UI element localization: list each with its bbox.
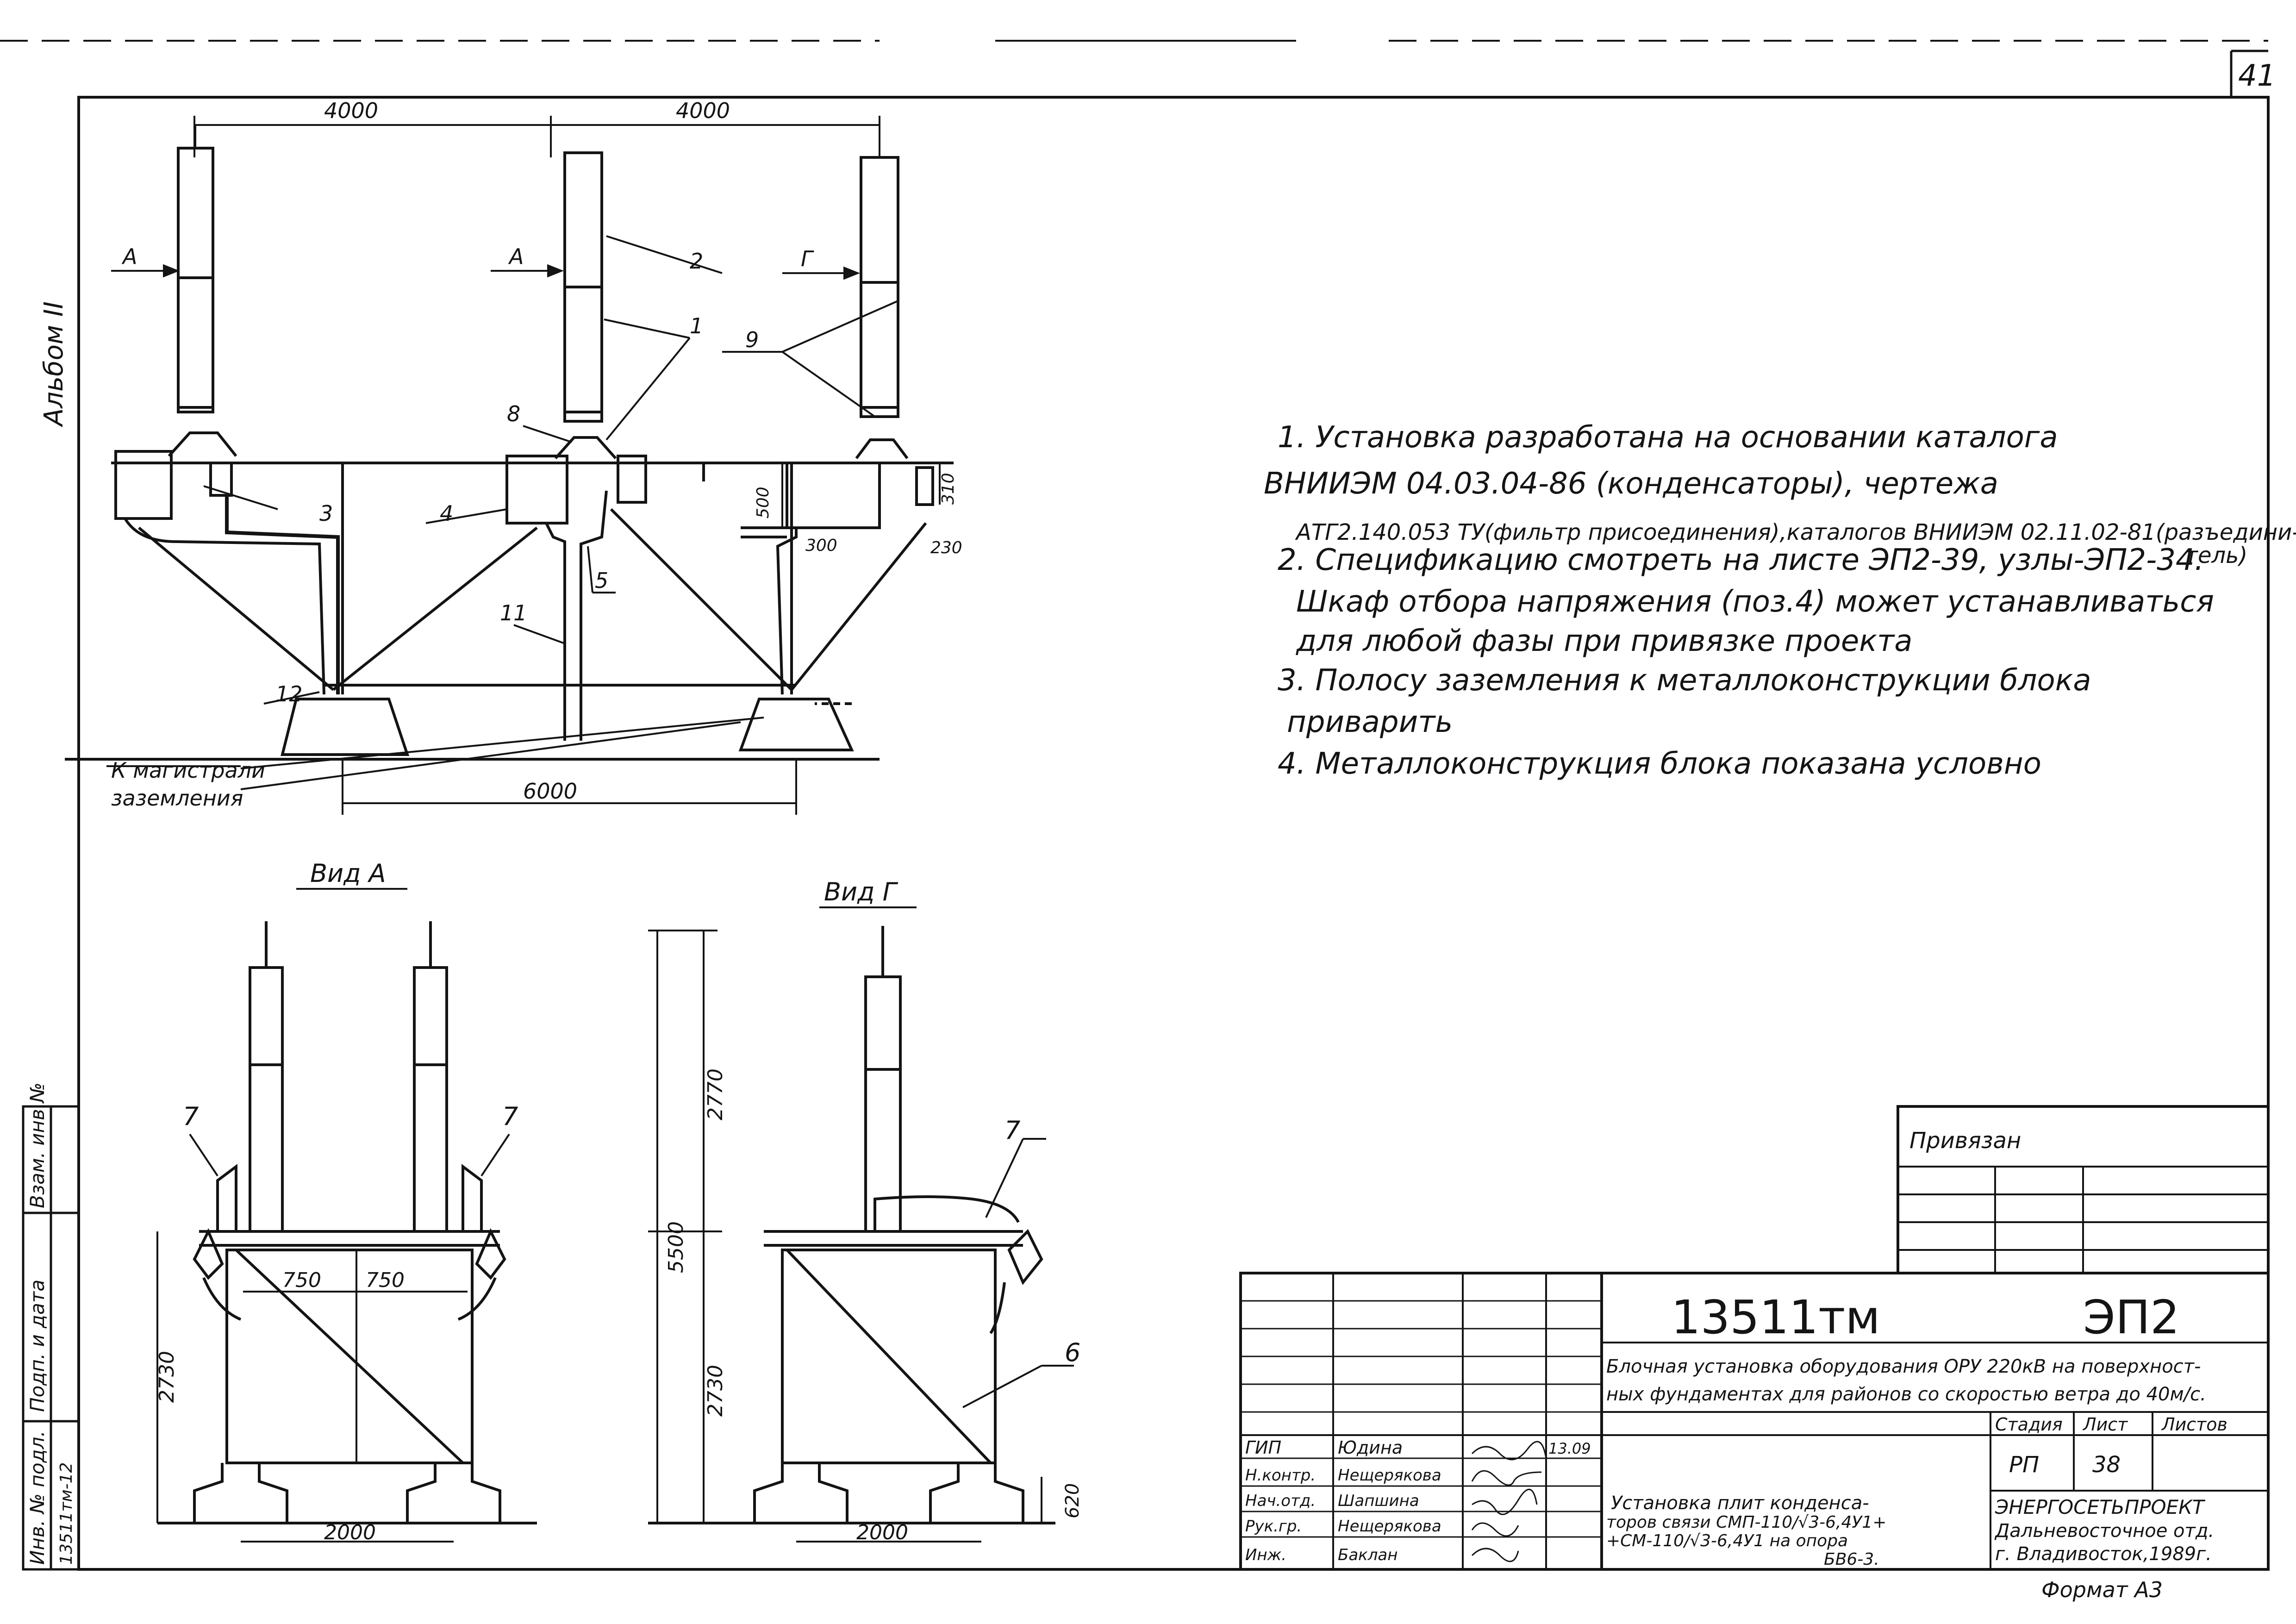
sheet-title-line4: БВ6-3. [1824, 1550, 1879, 1569]
sign-name-3: Нещерякова [1338, 1517, 1441, 1536]
sign-role-4: Инж. [1245, 1546, 1286, 1564]
org-line2: Дальневосточное отд. [1994, 1520, 2214, 1542]
note-4-line1: 4. Металлоконструкция блока показана усл… [1278, 747, 2041, 781]
view-g-drawing [648, 906, 1074, 1543]
sheet-value: 38 [2092, 1452, 2121, 1478]
disconnector-box-left [114, 450, 173, 520]
view-a-title: Вид А [310, 859, 386, 888]
callout-9: 9 [745, 327, 759, 352]
sheet-code: ЭП2 [2083, 1290, 2180, 1344]
sign-role-0: ГИП [1245, 1437, 1281, 1458]
note-1-line3b: тель) [2185, 543, 2248, 568]
note-2-line2: Шкаф отбора напряжения (поз.4) может уст… [1296, 585, 2214, 619]
side-stamp-inv-label: Инв. № подл. [26, 1430, 49, 1565]
album-label: Альбом II [39, 301, 69, 427]
dimension-500: 500 [754, 487, 773, 518]
foundation-right [738, 698, 854, 751]
callout-4: 4 [440, 501, 453, 526]
view-a-dimension-2000: 2000 [324, 1521, 376, 1544]
sign-role-2: Нач.отд. [1245, 1492, 1316, 1510]
description-line2: ных фундаментах для районов со скоростью… [1606, 1384, 2206, 1405]
view-mark-g-right: Г [801, 246, 814, 271]
sign-name-2: Шапшина [1338, 1492, 1419, 1510]
side-stamp [22, 1105, 80, 1571]
note-3-line2: приварить [1287, 705, 1453, 739]
callout-11: 11 [500, 600, 527, 625]
side-stamp-sign-date: Подп. и дата [26, 1280, 49, 1412]
voltage-cabinet [505, 455, 568, 525]
dimension-230: 230 [930, 538, 962, 557]
callout-5: 5 [595, 568, 608, 593]
note-1-line3: АТГ2.140.053 ТУ(фильтр присоединения),ка… [1296, 519, 2296, 545]
sheet-header: Лист [2082, 1414, 2128, 1435]
view-a-dimension-750-right: 750 [366, 1268, 405, 1292]
view-a-dimension-750-left: 750 [282, 1268, 321, 1292]
dimension-300: 300 [805, 536, 837, 555]
sheet-title-line2: торов связи СМП-110/√3-6,4У1+ [1606, 1513, 1886, 1532]
capacitor-column-center [554, 151, 617, 459]
note-1-line1: 1. Установка разработана на основании ка… [1278, 420, 2058, 455]
view-a-drawing [156, 888, 537, 1543]
filter-cabinet-right [786, 462, 881, 529]
capacitor-column-left [168, 125, 237, 457]
sheet-title-line1: Установка плит конденса- [1611, 1493, 1869, 1514]
trunk-label-line2: заземления [111, 786, 243, 811]
format-label: Формат А3 [2041, 1577, 2163, 1602]
bound-label: Привязан [1909, 1128, 2021, 1154]
view-a-callout-7-right: 7 [502, 1102, 518, 1131]
view-mark-a-left: А [121, 244, 137, 269]
callout-3: 3 [319, 501, 333, 526]
trunk-label-line1: К магистрали [111, 758, 265, 783]
drawing-frame [77, 96, 2270, 1571]
sign-role-3: Рук.гр. [1245, 1517, 1302, 1536]
dimension-span-left: 4000 [324, 98, 378, 123]
sign-name-1: Нещерякова [1338, 1466, 1441, 1485]
view-g-title: Вид Г [824, 877, 898, 906]
view-a-dimension-2730: 2730 [155, 1351, 179, 1403]
title-block [1239, 1105, 2270, 1571]
callout-8: 8 [507, 401, 520, 426]
view-g-callout-6: 6 [1065, 1338, 1080, 1367]
org-line1: ЭНЕРГОСЕТЬПРОЕКТ [1995, 1496, 2206, 1518]
note-2-line3: для любой фазы при привязке проекта [1296, 624, 1913, 658]
view-a-callout-7-left: 7 [183, 1102, 199, 1131]
side-stamp-inv-value: 13511тм-12 [57, 1462, 76, 1565]
foundation-left [281, 698, 410, 756]
stage-header: Стадия [1995, 1414, 2063, 1435]
main-elevation-view [65, 116, 954, 815]
dimension-310: 310 [939, 473, 958, 505]
side-stamp-replace-inv: Взам. инв.№ [26, 1082, 49, 1208]
sign-date-0: 13.09 [1548, 1440, 1591, 1457]
callout-2: 2 [690, 249, 703, 274]
view-a-frame [225, 1249, 474, 1464]
view-g-dimension-620: 620 [1062, 1483, 1083, 1518]
dimension-span-right: 4000 [676, 98, 730, 123]
sign-name-4: Баклан [1338, 1546, 1398, 1564]
org-line3: г. Владивосток,1989г. [1995, 1543, 2212, 1565]
capacitor-column-right [855, 156, 909, 459]
callout-12: 12 [275, 681, 303, 706]
sheet-title-line3: +СМ-110/√3-6,4У1 на опора [1606, 1531, 1848, 1550]
sheets-header: Листов [2161, 1414, 2227, 1435]
description-line1: Блочная установка оборудования ОРУ 220кВ… [1606, 1356, 2201, 1377]
note-1-line2: ВНИИЭМ 04.03.04-86 (конденсаторы), черте… [1264, 467, 1998, 501]
note-3-line1: 3. Полосу заземления к металлоконструкци… [1278, 663, 2091, 698]
view-g-dimension-2730: 2730 [704, 1365, 727, 1417]
view-g-dimension-5500: 5500 [664, 1221, 688, 1273]
note-2-line1: 2. Спецификацию смотреть на листе ЭП2-39… [1278, 543, 2204, 577]
dimension-base-6000: 6000 [523, 779, 577, 804]
sign-role-1: Н.контр. [1245, 1466, 1316, 1485]
view-g-dimension-2000: 2000 [856, 1521, 908, 1544]
sign-name-0: Юдина [1338, 1437, 1403, 1458]
view-mark-a-center: А [508, 244, 524, 269]
view-g-callout-7: 7 [1004, 1116, 1020, 1145]
view-g-frame [781, 1249, 997, 1464]
doc-code: 13511тм [1671, 1290, 1880, 1344]
callout-1: 1 [690, 313, 703, 338]
stage-value: РП [2009, 1452, 2039, 1478]
view-g-dimension-2770: 2770 [704, 1068, 727, 1120]
page-number: 41 [2238, 59, 2276, 93]
